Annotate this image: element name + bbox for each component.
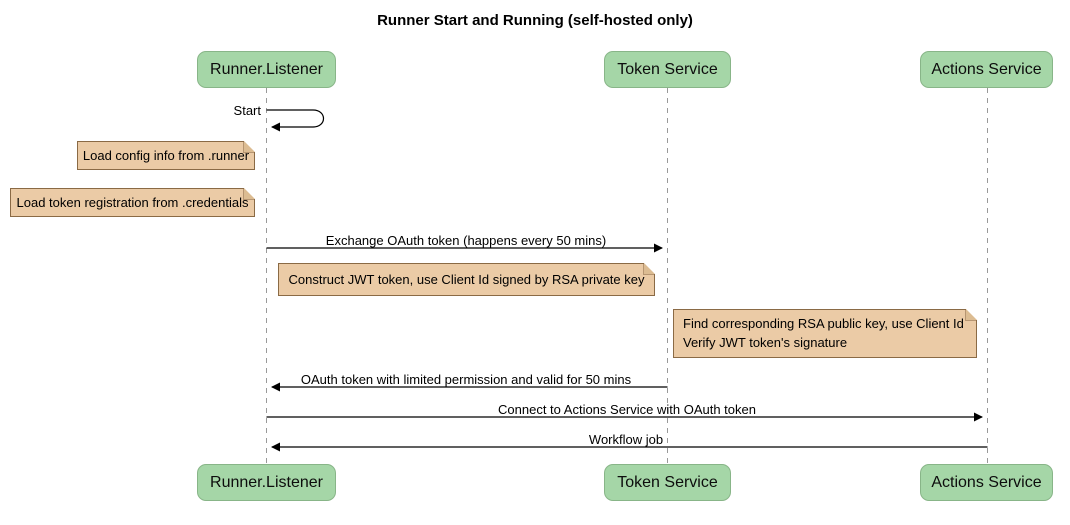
note-load-token-registration: Load token registration from .credential… (10, 188, 255, 217)
participant-label: Token Service (617, 473, 718, 491)
diagram-title: Runner Start and Running (self-hosted on… (377, 12, 693, 29)
participant-label: Token Service (617, 60, 718, 78)
participant-label: Actions Service (931, 60, 1042, 78)
participant-actions-service-bottom: Actions Service (920, 464, 1053, 501)
note-construct-jwt: Construct JWT token, use Client Id signe… (278, 263, 655, 296)
message-label-oauth-return: OAuth token with limited permission and … (300, 372, 632, 387)
note-text: Construct JWT token, use Client Id signe… (288, 272, 645, 287)
participant-actions-service-top: Actions Service (920, 51, 1053, 88)
note-text: Load token registration from .credential… (16, 195, 249, 210)
participant-label: Runner.Listener (210, 473, 323, 491)
participant-token-service-top: Token Service (604, 51, 731, 88)
note-load-config: Load config info from .runner (77, 141, 255, 170)
participant-token-service-bottom: Token Service (604, 464, 731, 501)
message-label-exchange-oauth: Exchange OAuth token (happens every 50 m… (325, 233, 607, 248)
participant-label: Actions Service (931, 473, 1042, 491)
message-label-connect-actions: Connect to Actions Service with OAuth to… (498, 402, 756, 417)
message-label-start: Start (233, 103, 261, 118)
note-text: Find corresponding RSA public key, use C… (683, 315, 964, 350)
participant-runner-listener-top: Runner.Listener (197, 51, 336, 88)
note-verify-jwt: Find corresponding RSA public key, use C… (673, 309, 977, 358)
arrow-start-self-loop (266, 109, 325, 132)
message-label-workflow-job: Workflow job (588, 432, 664, 447)
participant-label: Runner.Listener (210, 60, 323, 78)
participant-runner-listener-bottom: Runner.Listener (197, 464, 336, 501)
note-text: Load config info from .runner (82, 148, 250, 163)
